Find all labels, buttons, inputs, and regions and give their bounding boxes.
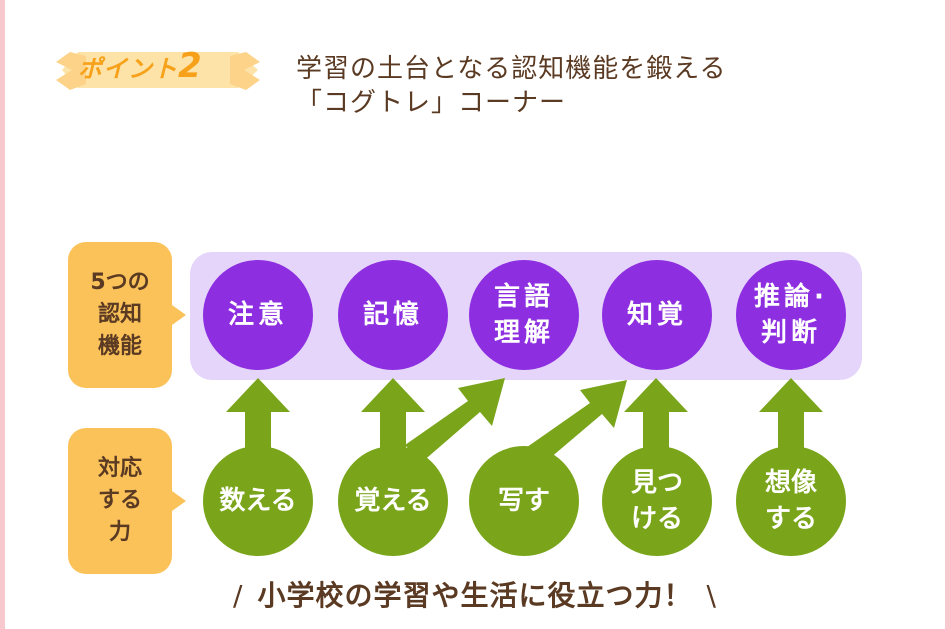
arrow-diagonal-icon <box>405 378 505 463</box>
point-badge: ポイント2 <box>52 40 264 100</box>
ability-count: 数える <box>203 446 313 556</box>
badge-word: ポイント <box>78 55 178 83</box>
badge-number: 2 <box>178 46 203 86</box>
ability-remember: 覚える <box>338 446 448 556</box>
label-abilities: 対応 する 力 <box>68 428 186 574</box>
ability-find: 見つ ける <box>602 446 712 556</box>
title-line-1: 学習の土台となる認知機能を鍛える <box>296 54 727 84</box>
label-pointer-icon <box>172 491 186 511</box>
cognitive-function-language: 言語 理解 <box>469 260 579 370</box>
label-abilities-text: 対応 する 力 <box>97 456 142 545</box>
title-line-2: 「コグトレ」コーナー <box>296 88 567 118</box>
ability-imagine: 想像 する <box>736 446 846 556</box>
badge-label: ポイント2 <box>78 46 203 86</box>
frame-right <box>945 0 950 629</box>
label-pointer-icon <box>172 305 186 325</box>
arrow-diagonal-icon <box>520 380 627 470</box>
label-cognitive-text: 5つの 認知 機能 <box>90 270 150 359</box>
slogan-text: 小学校の学習や生活に役立つ力！ <box>257 579 693 612</box>
arrow-up-icon <box>226 378 290 452</box>
cognitive-function-attention: 注意 <box>203 260 313 370</box>
frame-left <box>0 0 5 629</box>
arrow-up-icon <box>759 378 823 452</box>
arrow-up-icon <box>624 378 688 452</box>
slogan-left-mark: / <box>233 579 244 612</box>
cognitive-function-perception: 知覚 <box>602 260 712 370</box>
cognitive-function-reasoning: 推論· 判断 <box>736 260 846 370</box>
label-cognitive-functions: 5つの 認知 機能 <box>68 242 186 388</box>
slogan: / 小学校の学習や生活に役立つ力！ \ <box>0 574 950 614</box>
arrow-up-icon <box>361 378 425 452</box>
cognitive-function-memory: 記憶 <box>338 260 448 370</box>
ribbon-icon <box>56 52 260 90</box>
slogan-right-mark: \ <box>706 579 717 612</box>
ability-copy: 写す <box>469 446 579 556</box>
page-title: 学習の土台となる認知機能を鍛える 「コグトレ」コーナー <box>296 52 726 120</box>
